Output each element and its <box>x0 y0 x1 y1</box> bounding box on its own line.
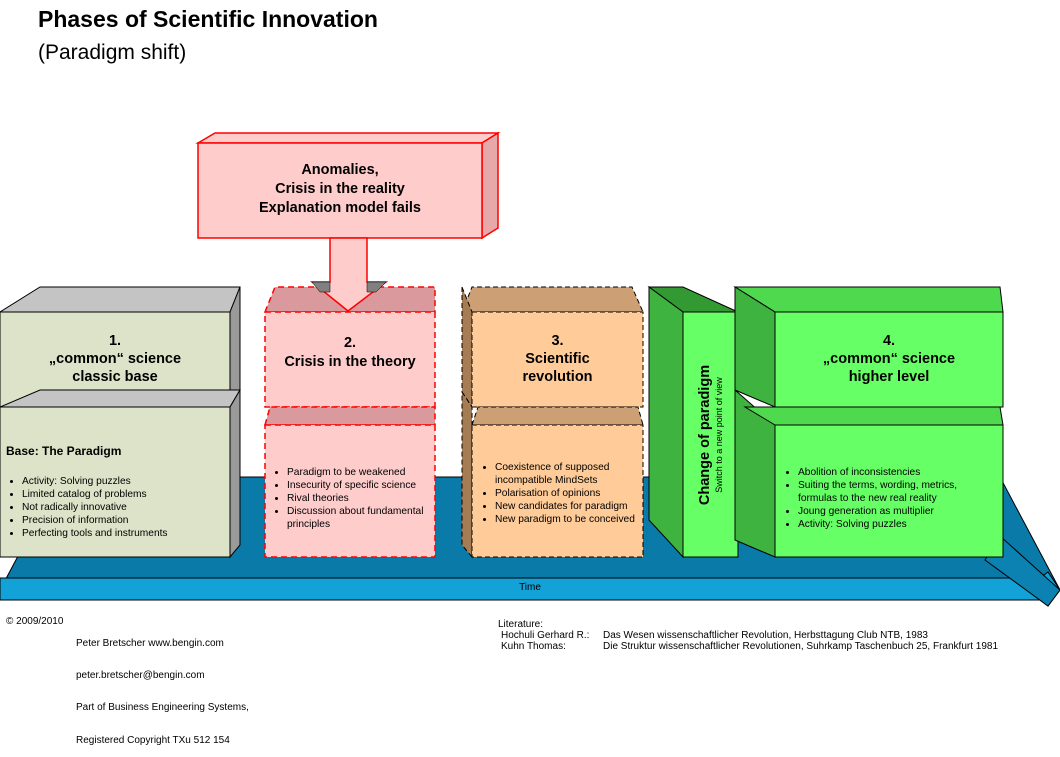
phase3-bullets: Coexistence of supposed incompatible Min… <box>481 461 655 526</box>
anomalies-callout <box>195 131 501 312</box>
change-of-paradigm-label: Change of paradigm Switch to a new point… <box>683 312 738 557</box>
list-item: Rival theories <box>287 492 447 505</box>
phase4-title-line: 4. <box>882 333 896 349</box>
list-item: Activity: Solving puzzles <box>22 475 232 488</box>
phase2-title: 2. Crisis in the theory <box>265 334 435 372</box>
list-item: Joung generation as multiplier <box>798 505 993 518</box>
author-info: Peter Bretscher www.bengin.com peter.bre… <box>76 617 249 757</box>
list-item: Precision of information <box>22 514 232 527</box>
anomalies-text: Anomalies, Crisis in the reality Explana… <box>198 161 482 218</box>
list-item: Insecurity of specific science <box>287 479 447 492</box>
phase4-title: 4. „common“ science higher level <box>775 332 1003 386</box>
phase4-bullets: Abolition of inconsistencies Suiting the… <box>784 466 993 531</box>
list-item: Polarisation of opinions <box>495 487 655 500</box>
list-item: Not radically innovative <box>22 501 232 514</box>
time-label: Time <box>519 582 541 593</box>
phase4-block <box>733 286 1004 558</box>
phase3-title-line: revolution <box>522 369 593 385</box>
diagram-canvas <box>0 131 1060 607</box>
anomalies-line: Explanation model fails <box>259 200 421 216</box>
author-line: Part of Business Engineering Systems, <box>76 702 249 714</box>
list-item: Discussion about fundamental principles <box>287 505 447 531</box>
anomalies-line: Crisis in the reality <box>275 181 405 197</box>
phase1-base-heading: Base: The Paradigm <box>6 444 122 458</box>
author-line: Registered Copyright TXu 512 154 <box>76 734 230 746</box>
list-item: Abolition of inconsistencies <box>798 466 993 479</box>
list-item: Suiting the terms, wording, metrics, for… <box>798 479 993 505</box>
literature-author: Kuhn Thomas: <box>501 641 566 652</box>
phase4-title-line: higher level <box>848 369 930 385</box>
literature-text: Die Struktur wissenschaftlicher Revoluti… <box>603 641 999 652</box>
list-item: New candidates for paradigm <box>495 500 655 513</box>
copyright: © 2009/2010 <box>6 616 64 627</box>
phase1-block <box>0 286 241 559</box>
phase2-title-line: 2. <box>343 335 357 351</box>
phase1-bullets: Activity: Solving puzzles Limited catalo… <box>8 475 232 540</box>
phase1-title-line: 1. <box>108 333 122 349</box>
literature-label: Literature: <box>498 619 544 630</box>
phase1-title: 1. „common“ science classic base <box>0 332 230 386</box>
phase1-title-line: classic base <box>72 369 158 385</box>
phase2-title-line: Crisis in the theory <box>284 354 416 370</box>
page-subtitle: (Paradigm shift) <box>38 41 187 64</box>
list-item: New paradigm to be conceived <box>495 513 655 526</box>
list-item: Paradigm to be weakened <box>287 466 447 479</box>
author-line: Peter Bretscher www.bengin.com <box>76 637 224 649</box>
literature-author: Hochuli Gerhard R.: <box>501 630 590 641</box>
change-title: Change of paradigm <box>696 364 713 505</box>
phase3-block <box>461 286 644 559</box>
phase1-title-line: „common“ science <box>48 351 182 367</box>
phase3-title: 3. Scientific revolution <box>472 332 643 386</box>
phase3-title-line: Scientific <box>525 351 590 367</box>
list-item: Coexistence of supposed incompatible Min… <box>495 461 655 487</box>
phase4-title-line: „common“ science <box>822 351 956 367</box>
list-item: Limited catalog of problems <box>22 488 232 501</box>
phase2-bullets: Paradigm to be weakened Insecurity of sp… <box>273 466 447 531</box>
change-subtitle: Switch to a new point of view <box>713 376 724 493</box>
change-of-paradigm-block <box>647 286 739 559</box>
author-line: peter.bretscher@bengin.com <box>76 669 205 681</box>
phase3-title-line: 3. <box>551 333 564 349</box>
list-item: Perfecting tools and instruments <box>22 527 232 540</box>
anomalies-line: Anomalies, <box>301 162 379 178</box>
page-title: Phases of Scientific Innovation <box>38 6 378 32</box>
list-item: Activity: Solving puzzles <box>798 518 993 531</box>
literature-text: Das Wesen wissenschaftlicher Revolution,… <box>603 630 928 641</box>
